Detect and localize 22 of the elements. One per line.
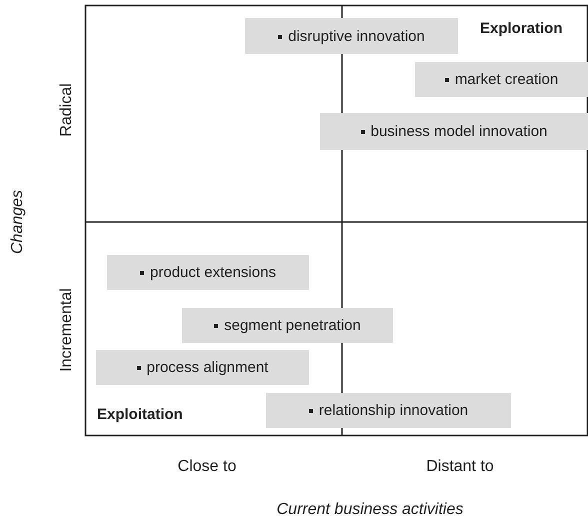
category-box bbox=[266, 393, 511, 428]
axis-title: Changes bbox=[9, 190, 27, 254]
category-label: disruptive innovation bbox=[278, 28, 425, 44]
category-box bbox=[182, 308, 393, 343]
axis-category-label: Radical bbox=[58, 83, 76, 137]
category-label: segment penetration bbox=[214, 317, 361, 334]
category-label: product extensions bbox=[140, 264, 276, 281]
axis-category-label: Close to bbox=[178, 458, 236, 476]
axis-category-label: Incremental bbox=[58, 288, 76, 372]
category-box bbox=[96, 350, 309, 385]
axis-title: Current business activities bbox=[276, 501, 464, 519]
category-box bbox=[107, 255, 309, 290]
category-label: process alignment bbox=[136, 359, 268, 376]
category-box bbox=[320, 113, 588, 150]
category-label: relationship innovation bbox=[308, 402, 468, 419]
category-label: business model innovation bbox=[360, 123, 548, 140]
quadrant-title: Exploration bbox=[480, 20, 563, 37]
axis-category-label: Distant to bbox=[426, 458, 494, 476]
category-box bbox=[245, 18, 458, 54]
quadrant-title: Exploitation bbox=[97, 406, 183, 423]
category-box bbox=[415, 62, 588, 97]
category-label: market creation bbox=[444, 71, 558, 88]
